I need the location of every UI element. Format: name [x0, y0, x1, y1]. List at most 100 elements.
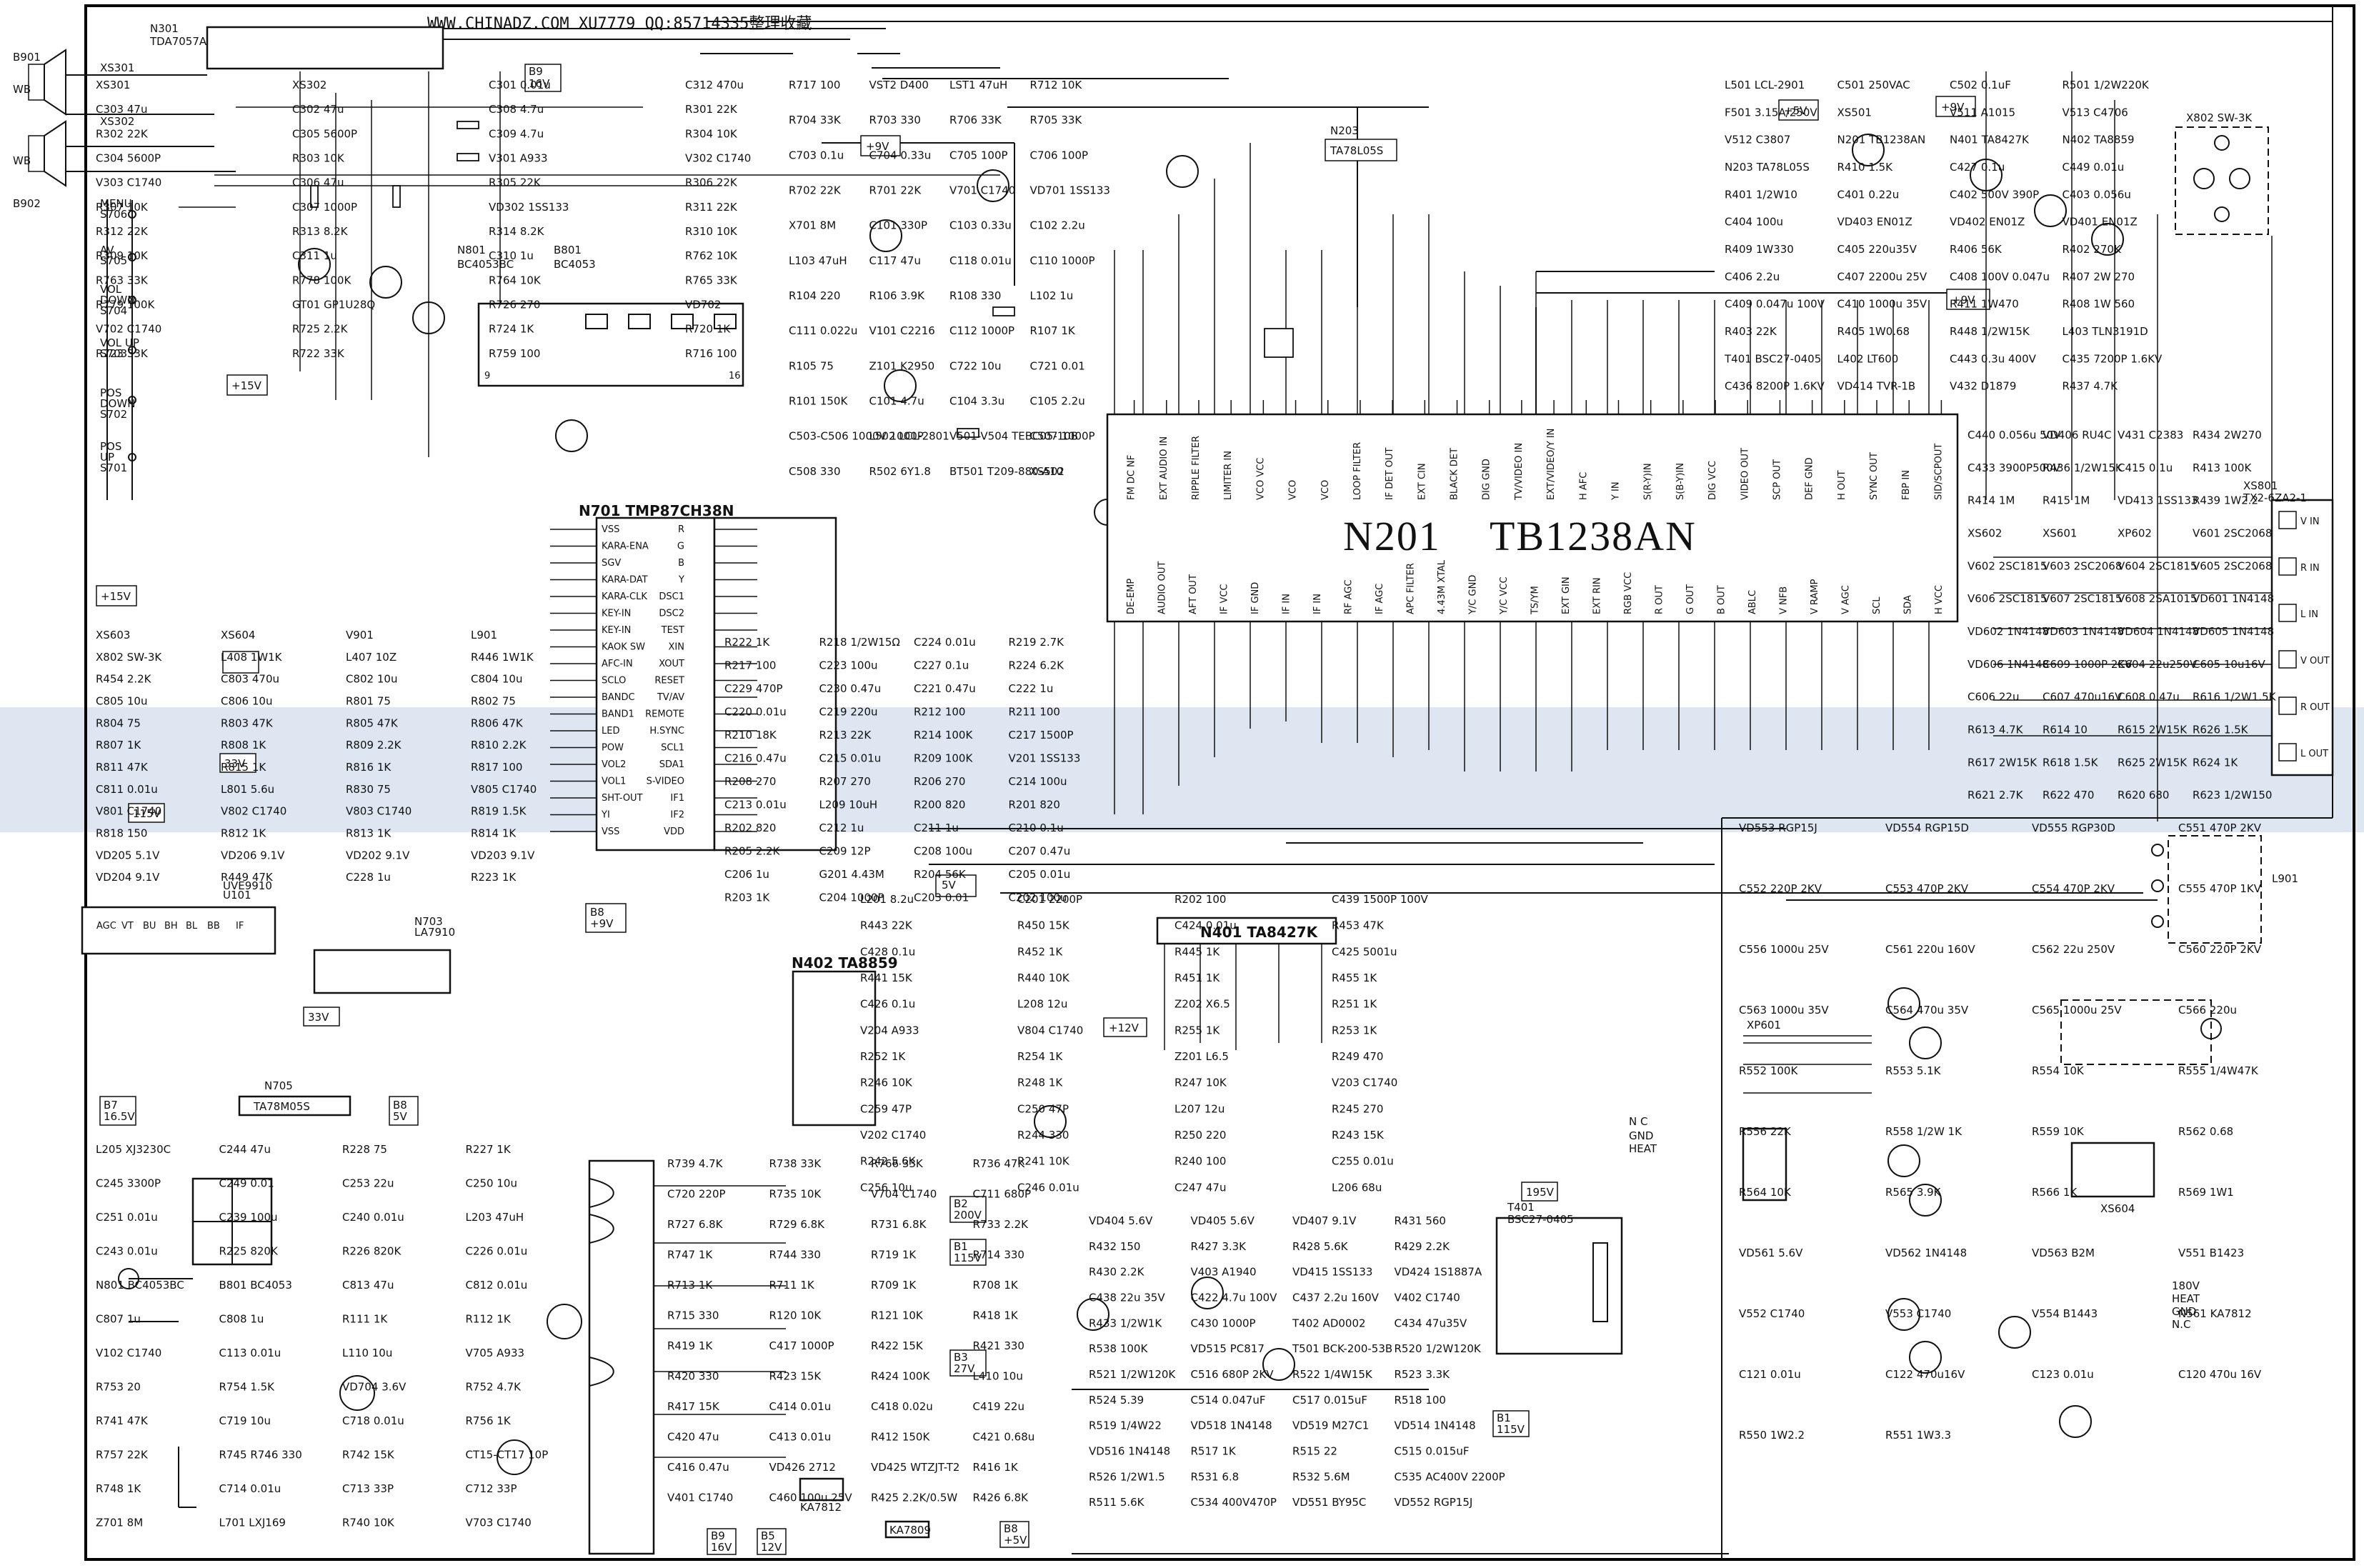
- svg-text:S704: S704: [100, 304, 127, 317]
- mcu-right-pin-label: IF2: [670, 810, 684, 821]
- component-label: V603 2SC2068: [2043, 559, 2122, 572]
- component-label: N561 KA7812: [2178, 1307, 2252, 1320]
- n201-top-pin-label: LOOP FILTER: [1352, 442, 1363, 500]
- component-label: VD552 RGP15J: [1395, 1496, 1473, 1509]
- component-label: R425 2.2K/0.5W: [871, 1492, 957, 1504]
- component-label: R618 1.5K: [2043, 756, 2099, 769]
- component-label: R753 20: [96, 1381, 141, 1394]
- component-label: R440 10K: [1017, 972, 1070, 984]
- component-label: C117 47u: [869, 254, 921, 267]
- component-label: L203 47uH: [466, 1211, 524, 1224]
- component-label: R223 1K: [471, 871, 517, 884]
- component-label: R254 1K: [1017, 1050, 1063, 1063]
- component-label: C243 0.01u: [96, 1245, 158, 1258]
- crt-board: XS604 XP601 N C GND HEAT 180V HEAT GND N…: [1629, 987, 2222, 1438]
- mcu-right-pin-label: TV/AV: [657, 692, 684, 703]
- component-label: R727 6.8K: [667, 1218, 724, 1231]
- svg-text:N C: N C: [1629, 1115, 1647, 1128]
- component-label: R759 100: [489, 347, 540, 360]
- component-label: R558 1/2W 1K: [1885, 1125, 1962, 1138]
- n301-block: N301 TDA7057AQ B901 B902 WB WB XS301 XS3…: [13, 22, 444, 210]
- component-label: R101 150K: [789, 395, 848, 408]
- component-label: C253 22u: [342, 1177, 394, 1190]
- n201-top-pin-label: FBP IN: [1901, 470, 1912, 500]
- component-label: VD553 RGP15J: [1739, 822, 1817, 834]
- component-label: C123 0.01u: [2032, 1368, 2094, 1381]
- component-label: C228 1u: [346, 871, 391, 884]
- component-label: C222 1u: [1009, 682, 1054, 695]
- component-label: R815 1K: [221, 761, 266, 774]
- component-label: C811 0.01u: [96, 783, 158, 796]
- component-label: V702 C1740: [96, 323, 161, 336]
- component-label: C310 1u: [489, 249, 534, 262]
- component-label: C405 220u35V: [1837, 243, 1917, 256]
- component-label: C812 0.01u: [466, 1279, 528, 1292]
- component-label: VD702: [685, 299, 721, 311]
- component-label: R429 2.2K: [1395, 1240, 1451, 1253]
- component-label: R112 1K: [466, 1313, 512, 1326]
- component-label: L408 1W1K: [221, 651, 283, 664]
- component-label: R817 100: [471, 761, 522, 774]
- component-label: R408 1W 560: [2063, 298, 2135, 311]
- component-label: R812 1K: [221, 827, 266, 840]
- svg-text:UP: UP: [100, 451, 114, 464]
- component-label: VD424 1S1887A: [1395, 1266, 1482, 1279]
- svg-text:S706: S706: [100, 208, 127, 221]
- component-label: C122 470u16V: [1885, 1368, 1965, 1381]
- component-label: C438 22u 35V: [1089, 1292, 1165, 1304]
- svg-text:POS: POS: [100, 386, 121, 399]
- component-label: VD406 RU4C: [2043, 429, 2112, 441]
- component-label: R713 1K: [667, 1279, 713, 1292]
- component-label: VD563 B2M: [2032, 1247, 2095, 1259]
- component-label: R735 10K: [769, 1188, 822, 1201]
- n201-top-pin-label: DEF GND: [1805, 457, 1815, 500]
- component-label: R624 1K: [2193, 756, 2238, 769]
- mcu-right-pin-label: VDD: [664, 827, 684, 837]
- h-output-section: T401 BSC27-0405 B1 115V +12V 195V: [1034, 1017, 1729, 1554]
- component-label: L403 TLN3191D: [2063, 325, 2148, 338]
- component-label: V901: [346, 629, 374, 641]
- component-label: VD414 TVR-1B: [1837, 380, 1916, 393]
- component-label: C508 330: [789, 465, 841, 478]
- component-label: R228 75: [342, 1143, 387, 1156]
- component-label: R779 100K: [96, 299, 155, 311]
- n201-top-pin-label: H OUT: [1837, 470, 1847, 500]
- component-label: C721 0.01: [1030, 359, 1085, 372]
- component-label: R241 10K: [1017, 1155, 1070, 1168]
- mcu-right-pin-label: REMOTE: [645, 709, 684, 720]
- n201-ref: N201: [1343, 513, 1441, 559]
- n201-bottom-pin-label: 4.43M XTAL: [1437, 559, 1447, 614]
- component-label: C705 100P: [949, 149, 1008, 161]
- component-label: R717 100: [789, 79, 840, 91]
- n201-part: TB1238AN: [1490, 513, 1697, 559]
- component-label: R222 1K: [724, 636, 770, 649]
- component-label: N402 TA8859: [2063, 134, 2135, 146]
- component-label: R201 820: [1009, 799, 1060, 812]
- component-label: VD407 9.1V: [1292, 1214, 1357, 1227]
- power-supply: B2 200V B1 115V B3 27V B9 16V B5 12V B8 …: [118, 1159, 1029, 1555]
- power-tags-left: +15V +15V 115V 33V 33V 5V B8 +9V B9 16V: [96, 64, 977, 1027]
- ic-n703: N703 LA7910: [313, 915, 455, 994]
- svg-text:B3: B3: [954, 1351, 968, 1364]
- mcu-right-pin-label: SCL1: [661, 743, 684, 754]
- mcu-right-pin-label: H.SYNC: [649, 726, 684, 736]
- component-label: R255 1K: [1174, 1024, 1220, 1037]
- component-label: C417 1000P: [769, 1339, 834, 1352]
- component-label: R805 47K: [346, 716, 399, 729]
- component-label: C415 0.1u: [2118, 461, 2173, 474]
- component-label: R106 3.9K: [869, 289, 926, 302]
- component-label: C256 10u: [860, 1181, 912, 1194]
- component-label: R410 1.5K: [1837, 161, 1894, 174]
- component-label: R427 3.3K: [1191, 1240, 1247, 1253]
- component-label: V302 C1740: [685, 152, 751, 165]
- component-label: R559 10K: [2032, 1125, 2085, 1138]
- component-label: V602 2SC1815: [1967, 559, 2047, 572]
- component-label: R739 4.7K: [667, 1157, 724, 1170]
- component-label: C307 1000P: [292, 201, 357, 214]
- component-label: R430 2.2K: [1089, 1266, 1145, 1279]
- component-label: R243 15K: [1332, 1129, 1385, 1142]
- component-label: C212 1u: [819, 822, 864, 834]
- component-label: R703 330: [869, 114, 921, 126]
- component-label: LST1 47uH: [949, 79, 1007, 91]
